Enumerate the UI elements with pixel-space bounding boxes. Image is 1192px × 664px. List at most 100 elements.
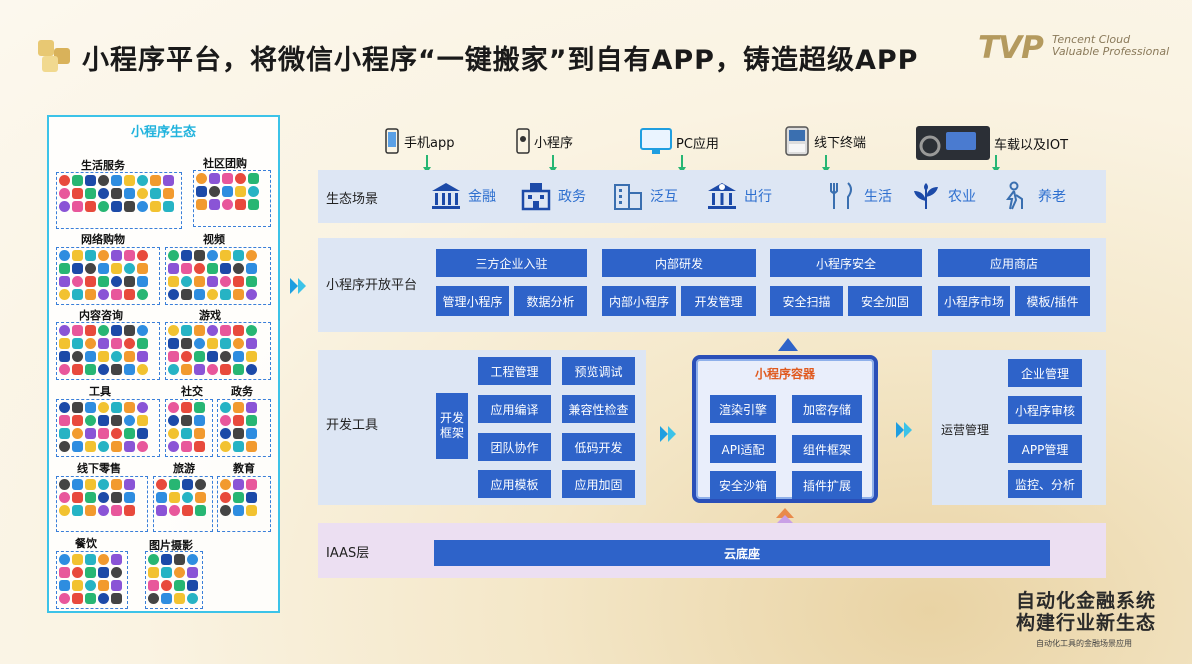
app-tile-icon bbox=[59, 479, 70, 490]
app-tile-icon bbox=[124, 201, 135, 212]
app-tile-icon bbox=[194, 415, 205, 426]
app-tile-icon bbox=[233, 250, 244, 261]
app-tile-icon bbox=[246, 479, 257, 490]
app-tile-icon bbox=[72, 505, 83, 516]
platform-item-manage-mini: 管理小程序 bbox=[436, 286, 509, 316]
endpoint-car-iot: 车载以及IOT bbox=[916, 126, 1068, 160]
app-tile-icon bbox=[124, 505, 135, 516]
platform-item-security-scan: 安全扫描 bbox=[770, 286, 843, 316]
ops-item-monitor-analytics: 监控、分析 bbox=[1008, 470, 1082, 498]
app-tile-icon bbox=[168, 415, 179, 426]
platform-item-security-harden: 安全加固 bbox=[848, 286, 922, 316]
app-tile-icon bbox=[124, 250, 135, 261]
app-tile-icon bbox=[137, 276, 148, 287]
app-tile-icon bbox=[98, 567, 109, 578]
app-tile-icon bbox=[72, 263, 83, 274]
app-tile-icon bbox=[246, 263, 257, 274]
app-tile-icon bbox=[207, 351, 218, 362]
app-tile-icon bbox=[72, 580, 83, 591]
app-tile-icon bbox=[168, 402, 179, 413]
app-tile-icon bbox=[85, 492, 96, 503]
app-tile-icon bbox=[124, 263, 135, 274]
app-tile-icon bbox=[137, 188, 148, 199]
app-tile-icon bbox=[111, 250, 122, 261]
scene-internet: 泛互 bbox=[612, 181, 678, 211]
app-tile-icon bbox=[220, 351, 231, 362]
app-tile-icon bbox=[111, 364, 122, 375]
app-tile-icon bbox=[85, 554, 96, 565]
app-tile-icon bbox=[59, 580, 70, 591]
ops-item-mini-review: 小程序审核 bbox=[1008, 396, 1082, 424]
group-label-community: 社区团购 bbox=[203, 157, 247, 170]
app-tile-icon bbox=[246, 505, 257, 516]
dining-icon bbox=[830, 182, 852, 209]
scene-elderly-care: 养老 bbox=[1000, 181, 1066, 211]
app-tile-icon bbox=[181, 325, 192, 336]
app-tile-icon bbox=[181, 402, 192, 413]
app-tile-icon bbox=[124, 351, 135, 362]
platform-item-data-analysis: 数据分析 bbox=[514, 286, 587, 316]
scene-government: 政务 bbox=[520, 181, 586, 211]
app-tile-icon bbox=[98, 492, 109, 503]
app-tile-icon bbox=[161, 554, 172, 565]
app-tile-icon bbox=[220, 325, 231, 336]
app-tile-icon bbox=[98, 250, 109, 261]
app-tile-icon bbox=[168, 441, 179, 452]
app-tile-icon bbox=[207, 338, 218, 349]
app-tile-icon bbox=[163, 201, 174, 212]
app-tile-icon bbox=[222, 186, 233, 197]
app-tile-icon bbox=[124, 175, 135, 186]
app-tile-icon bbox=[85, 188, 96, 199]
app-tile-icon bbox=[181, 263, 192, 274]
app-tile-icon bbox=[85, 505, 96, 516]
app-icon-grid-gov bbox=[217, 399, 271, 457]
app-tile-icon bbox=[194, 351, 205, 362]
app-tile-icon bbox=[85, 428, 96, 439]
app-tile-icon bbox=[220, 415, 231, 426]
app-tile-icon bbox=[233, 289, 244, 300]
app-tile-icon bbox=[233, 492, 244, 503]
app-tile-icon bbox=[72, 338, 83, 349]
dev-tools-label: 开发工具 bbox=[326, 418, 379, 433]
app-tile-icon bbox=[246, 351, 257, 362]
app-tile-icon bbox=[72, 402, 83, 413]
app-tile-icon bbox=[222, 173, 233, 184]
app-tile-icon bbox=[85, 201, 96, 212]
app-tile-icon bbox=[85, 263, 96, 274]
app-tile-icon bbox=[98, 325, 109, 336]
app-tile-icon bbox=[111, 492, 122, 503]
app-tile-icon bbox=[233, 415, 244, 426]
app-tile-icon bbox=[98, 338, 109, 349]
app-tile-icon bbox=[195, 479, 206, 490]
app-tile-icon bbox=[98, 554, 109, 565]
app-tile-icon bbox=[233, 364, 244, 375]
app-tile-icon bbox=[246, 415, 257, 426]
app-tile-icon bbox=[209, 199, 220, 210]
container-item-render-engine: 渲染引擎 bbox=[710, 395, 776, 423]
app-tile-icon bbox=[168, 289, 179, 300]
app-tile-icon bbox=[72, 175, 83, 186]
app-tile-icon bbox=[182, 492, 193, 503]
app-tile-icon bbox=[59, 250, 70, 261]
app-tile-icon bbox=[85, 567, 96, 578]
app-tile-icon bbox=[85, 289, 96, 300]
app-tile-icon bbox=[220, 276, 231, 287]
app-icon-grid-community bbox=[193, 170, 271, 227]
app-tile-icon bbox=[196, 186, 207, 197]
app-icon-grid-edu bbox=[217, 476, 271, 532]
platform-item-internal-mini: 内部小程序 bbox=[602, 286, 676, 316]
cloud-base-bar: 云底座 bbox=[434, 540, 1050, 566]
app-tile-icon bbox=[235, 199, 246, 210]
app-tile-icon bbox=[246, 364, 257, 375]
elderly-icon bbox=[1006, 181, 1023, 210]
app-tile-icon bbox=[72, 201, 83, 212]
app-tile-icon bbox=[137, 263, 148, 274]
app-tile-icon bbox=[246, 402, 257, 413]
app-icon-grid-social bbox=[165, 399, 213, 457]
app-tile-icon bbox=[72, 250, 83, 261]
app-tile-icon bbox=[246, 289, 257, 300]
app-tile-icon bbox=[98, 580, 109, 591]
app-tile-icon bbox=[248, 186, 259, 197]
app-tile-icon bbox=[181, 351, 192, 362]
